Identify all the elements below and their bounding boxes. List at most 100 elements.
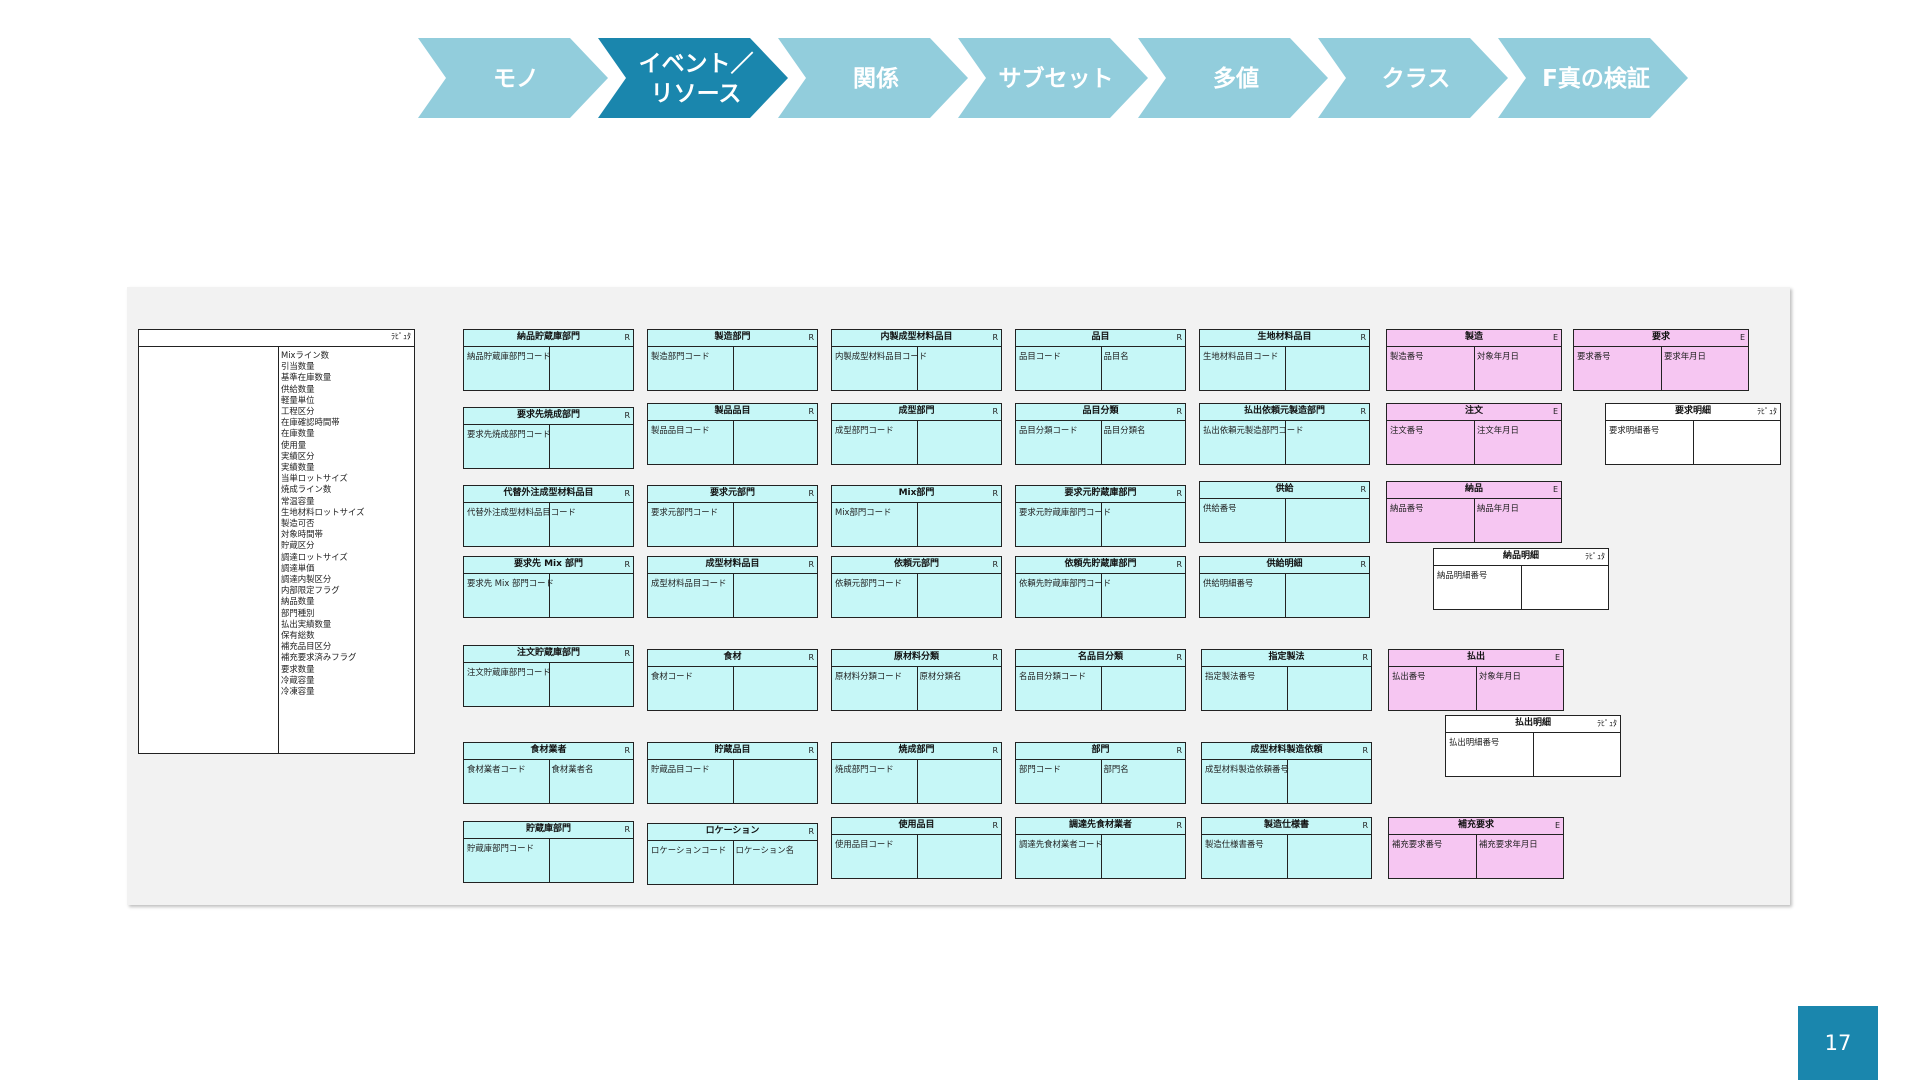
step-label-7: F真の検証 (1542, 65, 1650, 92)
attribute-item: 在庫確認時間帯 (281, 417, 340, 428)
entity-title: 内製成型材料品目 (880, 332, 953, 342)
attribute-item: 実績区分 (281, 450, 315, 461)
entity-key-attribute: ロケーションコード (651, 845, 727, 855)
entity-title: 部門 (1091, 745, 1110, 755)
entity-divider (1100, 346, 1102, 390)
entity-divider (548, 838, 550, 882)
attribute-item: 保有総数 (281, 630, 315, 641)
entity-title: 要求明細 (1674, 406, 1711, 416)
attribute-item: 生地材料ロットサイズ (281, 506, 365, 517)
entity-key-attribute: 成型部門コード (835, 425, 894, 435)
attribute-item: 在庫数量 (281, 428, 315, 439)
entity-divider (732, 420, 734, 464)
entity-divider (1521, 565, 1522, 609)
entity-divider (1100, 666, 1102, 710)
entity-divider (732, 840, 734, 884)
entity-key-attribute: 使用品目コード (835, 839, 894, 849)
entity-title: 代替外注成型材料品目 (503, 488, 594, 498)
step-chevron-7 (1498, 38, 1688, 118)
entity-divider (1284, 573, 1286, 617)
entity-kind: ﾗﾋﾟｭﾀ (1597, 719, 1617, 728)
attribute-item: 引当数量 (281, 361, 315, 372)
entity-key-attribute: 指定製法番号 (1205, 671, 1256, 681)
step-chevron-3 (778, 38, 968, 118)
entity-view: 払出明細ﾗﾋﾟｭﾀ払出明細番号 (1445, 715, 1621, 777)
entity-title: 指定製法 (1268, 652, 1305, 662)
entity-divider (1533, 732, 1534, 776)
entity-title: 製造 (1464, 332, 1483, 342)
entity-divider (916, 346, 918, 390)
step-chevron-5 (1138, 38, 1328, 118)
entity-kind: R (1360, 560, 1366, 569)
attribute-item: 要求数量 (281, 663, 315, 674)
entity-kind: R (1176, 821, 1182, 830)
entity-title: 供給明細 (1266, 559, 1303, 569)
entity-key-attribute: 要求明細番号 (1609, 425, 1660, 435)
entity-key-attribute: 部門コード (1019, 764, 1061, 774)
entity-divider (1100, 420, 1102, 464)
entity-title: 要求先焼成部門 (516, 410, 580, 420)
entity-key-attribute: 納品番号 (1390, 503, 1424, 513)
entity-title-bar: 納品明細ﾗﾋﾟｭﾀ (1434, 549, 1608, 566)
entity-key-attribute: 注文番号 (1390, 425, 1424, 435)
entity-title: 品目 (1091, 332, 1110, 342)
entity-kind: R (624, 411, 630, 420)
entity-kind: R (808, 746, 814, 755)
entity-divider (1100, 759, 1102, 803)
attribute-item: 当単ロットサイズ (281, 473, 348, 484)
entity-kind: R (992, 653, 998, 662)
entity-attribute: 注文年月日 (1477, 425, 1519, 435)
entity-divider (1286, 834, 1288, 878)
entity-attribute: 納品年月日 (1477, 503, 1519, 513)
entity-title: 食材 (723, 652, 742, 662)
entity-attribute: 部門名 (1103, 764, 1129, 774)
entity-divider (732, 759, 734, 803)
entity-divider (1476, 834, 1477, 878)
entity-kind: R (1362, 746, 1368, 755)
entity-key-attribute: 内製成型材料品目コード (835, 351, 928, 361)
attribute-list: Mixライン数引当数量基準在庫数量供給数量軽量単位工程区分在庫確認時間帯在庫数量… (281, 350, 365, 697)
entity-divider (548, 424, 550, 468)
entity-title: 要求先 Mix 部門 (513, 559, 584, 569)
entity-kind: R (1176, 653, 1182, 662)
entity-key-attribute: Mix部門コード (835, 507, 892, 517)
entity-title-bar: 供給明細 R (1200, 557, 1369, 574)
entity-title: 成型材料品目 (705, 559, 760, 569)
entity-attribute: 補充要求年月日 (1479, 839, 1538, 849)
step-chevron-4 (958, 38, 1148, 118)
entity-divider (1284, 346, 1286, 390)
attribute-item: 冷蔵容量 (281, 674, 315, 685)
entity-key-attribute: 納品貯蔵庫部門コード (467, 351, 551, 361)
step-label-1: モノ (493, 66, 539, 92)
entity-title: 製品品目 (714, 406, 751, 416)
entity-attribute: 品目分類名 (1103, 425, 1146, 435)
entity-divider (548, 502, 550, 546)
entity-divider (732, 346, 734, 390)
entity-kind: R (1176, 407, 1182, 416)
entity-kind: R (624, 746, 630, 755)
